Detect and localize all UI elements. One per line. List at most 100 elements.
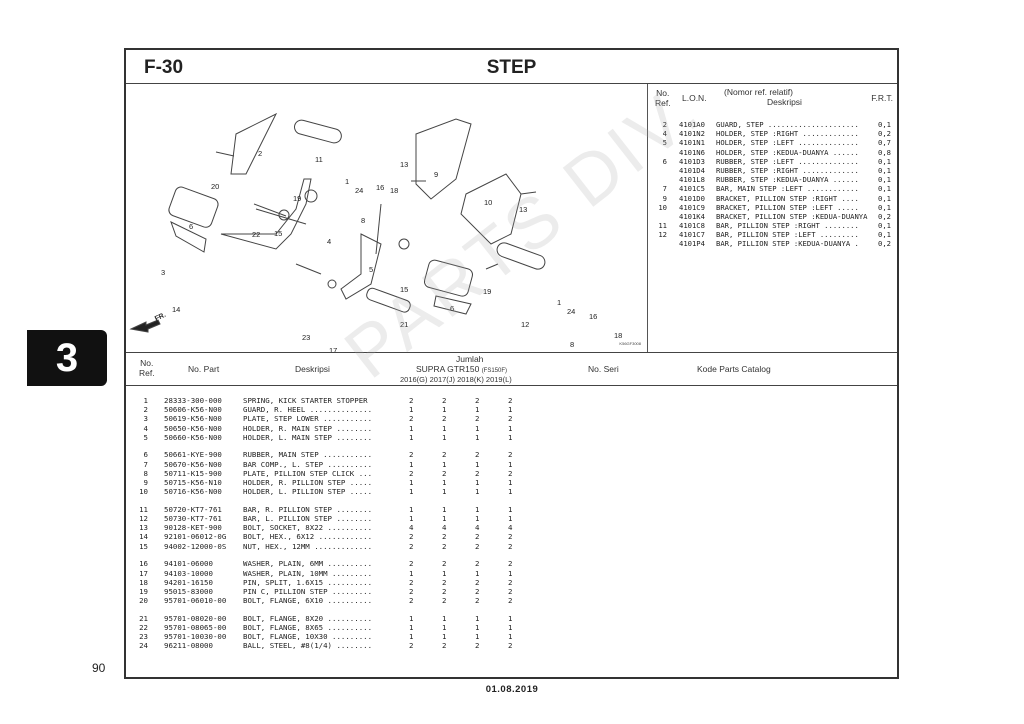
part-row: 2 50606-K56-N00 GUARD, R. HEEL .........… [126, 405, 897, 414]
part-number: 50606-K56-N00 [164, 405, 222, 415]
qty-2016: 2 [409, 450, 414, 460]
ref-no: 23 [139, 632, 148, 642]
part-desc: BOLT, FLANGE, 10X30 ......... [243, 632, 373, 642]
part-desc: WASHER, PLAIN, 10MM ......... [243, 568, 373, 578]
frt-value: 0,1 [878, 175, 891, 185]
part-number: 96211-08000 [164, 641, 213, 651]
qty-2019: 2 [508, 450, 513, 460]
part-number: 95701-10030-00 [164, 632, 227, 642]
part-desc: HOLDER, R. MAIN STEP ........ [243, 423, 373, 433]
qty-2019: 2 [508, 414, 513, 424]
qty-2018: 1 [475, 423, 480, 433]
ref-row: 7 4101C5 BAR, MAIN STEP :LEFT ..........… [649, 184, 899, 193]
parts-table-header: No. Ref. No. Part Deskripsi Jumlah SUPRA… [126, 352, 897, 386]
frt-value: 0,1 [878, 202, 891, 212]
frt-value: 0,1 [878, 193, 891, 203]
qty-2017: 2 [442, 641, 447, 651]
part-number: 50730-KT7-761 [164, 514, 222, 524]
part-number: 94201-16150 [164, 577, 213, 587]
part-desc: BAR, L. PILLION STEP ........ [243, 514, 373, 524]
part-row: 5 50660-K56-N00 HOLDER, L. MAIN STEP ...… [126, 433, 897, 442]
qty-2018: 1 [475, 432, 480, 442]
callout-19: 19 [483, 287, 491, 296]
part-row: 6 50661-KYE-900 RUBBER, MAIN STEP ......… [126, 450, 897, 459]
callout-19: 19 [293, 194, 301, 203]
qty-2018: 2 [475, 586, 480, 596]
lon-code: 4101C5 [679, 184, 705, 194]
callout-3: 3 [161, 268, 165, 277]
ref-no: 1 [143, 396, 148, 405]
callout-20: 20 [211, 182, 219, 191]
qty-2016: 2 [409, 586, 414, 596]
part-desc: HOLDER, R. PILLION STEP ..... [243, 478, 373, 487]
part-number: 94002-12000-0S [164, 541, 227, 551]
ref-no: 7 [143, 459, 148, 469]
qty-2018: 2 [475, 641, 480, 651]
callout-1: 1 [345, 177, 349, 186]
frt-value: 0,8 [878, 147, 891, 157]
part-row: 13 90128-KET-900 BOLT, SOCKET, 8X22 ....… [126, 523, 897, 532]
front-arrow [129, 319, 161, 333]
part-row: 14 92101-06012-0G BOLT, HEX., 6X12 .....… [126, 532, 897, 541]
part-row: 19 95015-83000 PIN C, PILLION STEP .....… [126, 587, 897, 596]
qty-2017: 2 [442, 532, 447, 542]
ref-no: 19 [139, 586, 148, 596]
col-ref: No. Ref. [139, 358, 155, 378]
part-desc: GUARD, R. HEEL .............. [243, 405, 373, 415]
part-desc: BOLT, HEX., 6X12 ............ [243, 532, 373, 542]
part-number: 28333-300-000 [164, 396, 222, 405]
part-row: 20 95701-06010-00 BOLT, FLANGE, 6X10 ...… [126, 596, 897, 605]
qty-2018: 2 [475, 414, 480, 424]
qty-2016: 1 [409, 514, 414, 524]
lon-code: 4101D3 [679, 156, 705, 166]
part-desc: HOLDER, L. MAIN STEP ........ [243, 432, 373, 442]
qty-2017: 1 [442, 514, 447, 524]
desc-header: Deskripsi [767, 97, 802, 107]
ref-no: 24 [139, 641, 148, 651]
part-row: 18 94201-16150 PIN, SPLIT, 1.6X15 ......… [126, 578, 897, 587]
qty-2016: 1 [409, 622, 414, 632]
col-serial: No. Seri [588, 364, 619, 374]
part-guard [230, 112, 278, 175]
qty-2019: 1 [508, 478, 513, 487]
qty-2018: 1 [475, 405, 480, 415]
part-bracket-r [415, 118, 472, 200]
ref-row: 10 4101C9 BRACKET, PILLION STEP :LEFT ..… [649, 203, 899, 212]
qty-2019: 1 [508, 432, 513, 442]
ref-no: 15 [139, 541, 148, 551]
qty-2017: 1 [442, 423, 447, 433]
callout-12: 12 [521, 320, 529, 329]
ref-desc: HOLDER, STEP :LEFT .............. [716, 138, 859, 148]
part-row: 24 96211-08000 BALL, STEEL, #8(1/4) ....… [126, 641, 897, 650]
qty-2019: 1 [508, 423, 513, 433]
ref-row: 4101N6 HOLDER, STEP :KEDUA-DUANYA ......… [649, 148, 899, 157]
qty-2018: 4 [475, 523, 480, 533]
qty-2017: 2 [442, 541, 447, 551]
year-2017: 2017(J) [429, 375, 456, 384]
ref-no: 2 [143, 405, 148, 415]
ref-no: 7 [662, 184, 667, 194]
part-number: 92101-06012-0G [164, 532, 227, 542]
callout-1: 1 [557, 298, 561, 307]
part-row: 1 28333-300-000 SPRING, KICK STARTER STO… [126, 396, 897, 405]
frt-header: F.R.T. [871, 93, 893, 103]
lon-code: 4101N2 [679, 129, 705, 139]
qty-2018: 2 [475, 532, 480, 542]
callout-6: 6 [450, 304, 454, 313]
model-name: SUPRA GTR150 [416, 364, 480, 374]
lon-code: 4101C8 [679, 221, 705, 231]
callout-10: 10 [484, 198, 492, 207]
year-2016: 2016(G) [400, 375, 428, 384]
qty-2017: 2 [442, 396, 447, 405]
ref-lon-table: No. Ref. L.O.N. (Nomor ref. relatif) Des… [649, 84, 899, 352]
ref-header: No. Ref. [655, 88, 671, 108]
qty-2018: 2 [475, 596, 480, 606]
ref-no: 21 [139, 613, 148, 623]
ref-desc: BAR, PILLION STEP :RIGHT ........ [716, 221, 859, 231]
qty-2017: 1 [442, 405, 447, 415]
ref-desc: BRACKET, PILLION STEP :KEDUA-DUANYA [716, 211, 868, 221]
callout-4: 4 [327, 237, 331, 246]
callout-18: 18 [614, 331, 622, 340]
qty-2016: 1 [409, 423, 414, 433]
part-row: 23 95701-10030-00 BOLT, FLANGE, 10X30 ..… [126, 632, 897, 641]
